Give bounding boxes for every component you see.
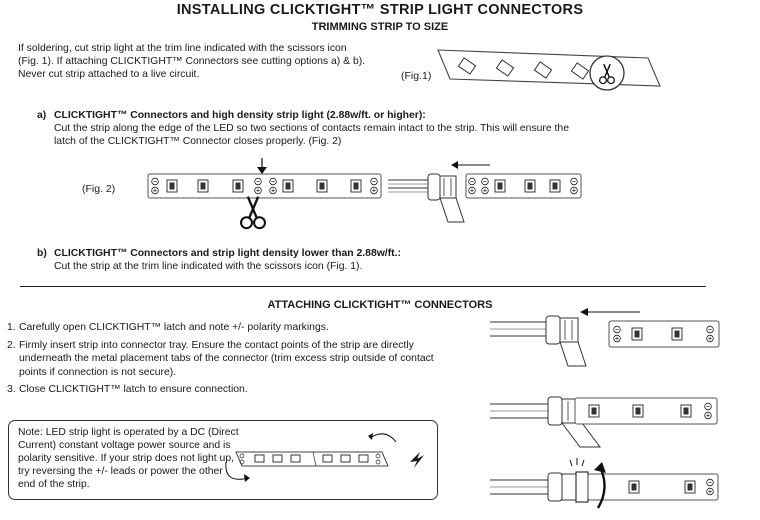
section-title-attaching: ATTACHING CLICKTIGHT™ CONNECTORS <box>267 299 493 311</box>
page-title: INSTALLING CLICKTIGHT™ STRIP LIGHT CONNE… <box>176 2 584 18</box>
note-contact <box>375 453 381 465</box>
lightning-bolt-icon <box>410 452 424 468</box>
section-divider <box>20 286 706 287</box>
step-item: 3.Close CLICKTIGHT™ latch to ensure conn… <box>7 383 447 397</box>
fig1-label: (Fig.1) <box>401 70 432 82</box>
step-text: Carefully open CLICKTIGHT™ latch and not… <box>19 322 329 333</box>
fig2-label: (Fig. 2) <box>82 183 116 195</box>
fig2-connector <box>388 161 582 223</box>
option-b-body: Cut the strip at the trim line indicated… <box>54 261 363 272</box>
step-text: Firmly insert strip into connector tray.… <box>19 339 434 378</box>
option-b-marker: b) <box>37 248 47 259</box>
option-a-body: Cut the strip along the edge of the LED … <box>54 123 569 147</box>
polarity-note-box <box>8 420 438 500</box>
scissors-icon <box>239 195 267 230</box>
note-contact <box>239 453 245 465</box>
step-number: 3. <box>7 384 16 395</box>
step2-illustration <box>490 396 718 448</box>
trimming-intro: If soldering, cut strip light at the tri… <box>18 43 366 80</box>
step-number: 1. <box>7 322 16 333</box>
attaching-steps: 1.Carefully open CLICKTIGHT™ latch and n… <box>7 321 447 401</box>
step-item: 1.Carefully open CLICKTIGHT™ latch and n… <box>7 321 447 335</box>
note-illustration <box>225 433 424 482</box>
section-title-trimming: TRIMMING STRIP TO SIZE <box>311 21 449 33</box>
step-item: 2.Firmly insert strip into connector tra… <box>7 339 447 380</box>
option-a-heading: CLICKTIGHT™ Connectors and high density … <box>54 110 426 121</box>
option-a-marker: a) <box>37 110 47 121</box>
step-text: Close CLICKTIGHT™ latch to ensure connec… <box>19 384 248 395</box>
option-b-heading: CLICKTIGHT™ Connectors and strip light d… <box>54 248 401 259</box>
step1-illustration <box>490 308 720 367</box>
fig1-strip <box>437 49 661 91</box>
polarity-note-text: Note: LED strip light is operated by a D… <box>18 427 239 490</box>
step3-illustration <box>490 458 719 509</box>
step-number: 2. <box>7 339 16 351</box>
fig2-strip <box>147 158 382 230</box>
